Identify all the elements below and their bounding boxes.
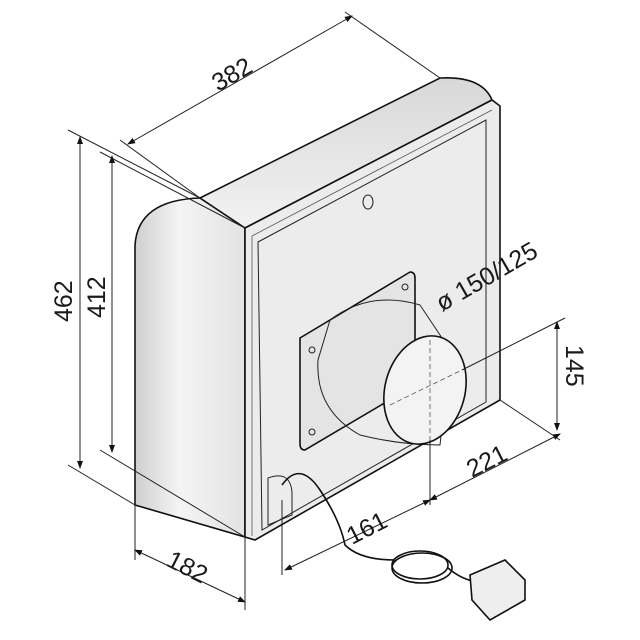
dim-inner-height-label: 412 <box>83 276 111 318</box>
dim-total-height-label: 462 <box>50 280 78 322</box>
connector-plug <box>469 559 526 622</box>
mounting-plate <box>257 119 487 531</box>
dim-outlet-horizontal-label: 221 <box>462 439 512 483</box>
outlet-cylinder <box>317 299 451 446</box>
dim-outlet-vertical-label: 145 <box>560 345 588 387</box>
outlet-opening <box>383 335 467 445</box>
mounting-hole <box>362 194 374 210</box>
dim-cable-offset-label: 161 <box>342 506 392 550</box>
housing-side-panel <box>134 197 246 539</box>
duct-outlet <box>299 271 467 451</box>
dim-width-label: 382 <box>207 52 257 97</box>
dimension-lines <box>67 11 566 610</box>
